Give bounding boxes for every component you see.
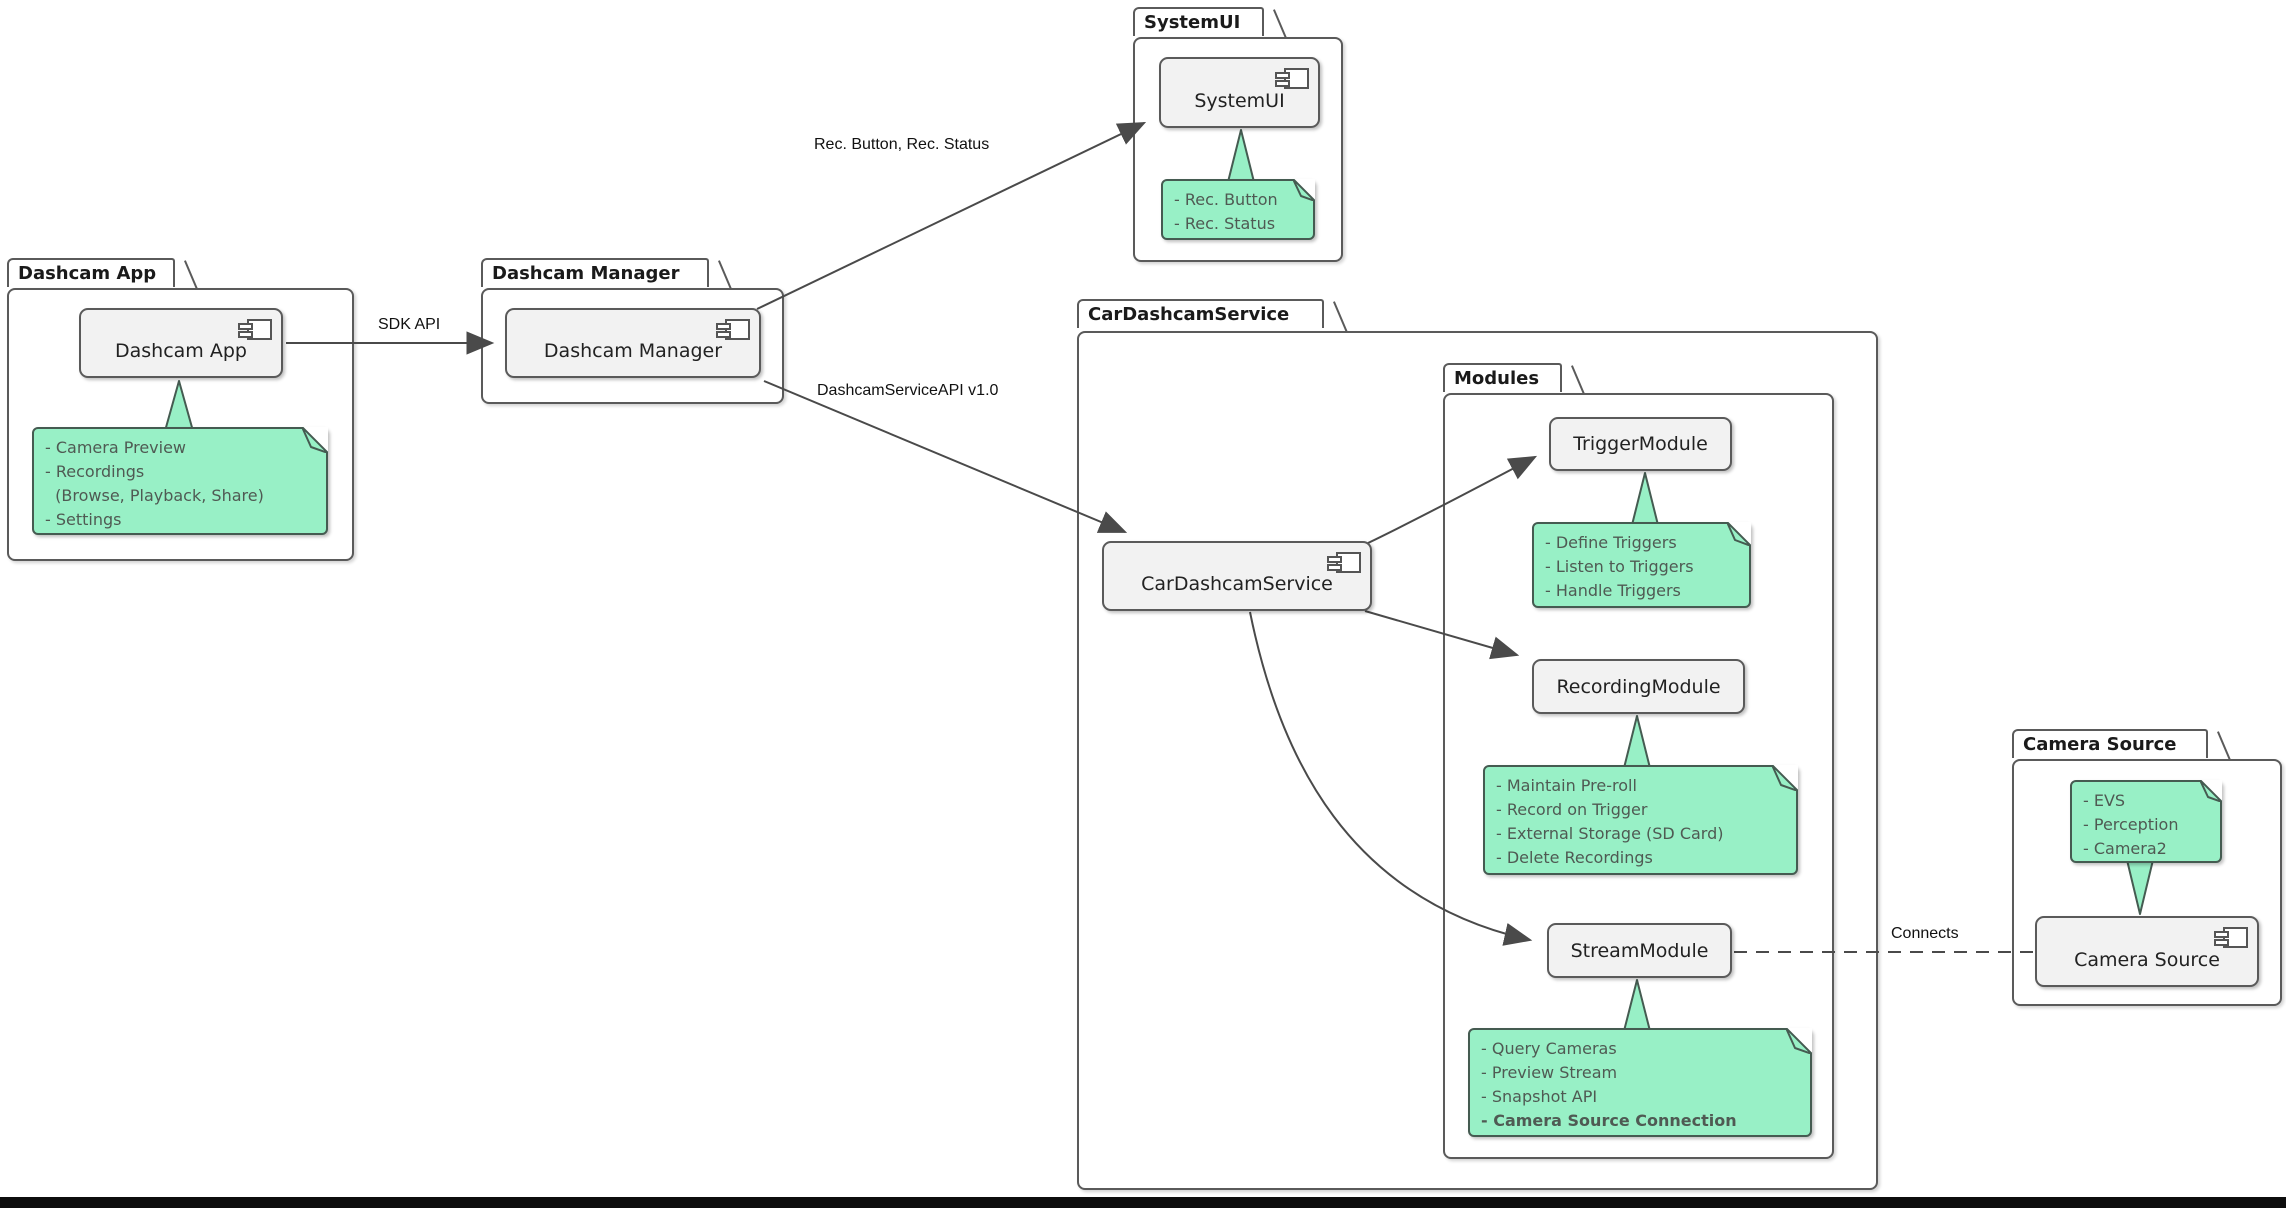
note-systemui: - Rec. Button - Rec. Status — [1161, 179, 1315, 240]
component-icon — [1275, 68, 1309, 89]
component-label: CarDashcamService — [1141, 573, 1333, 595]
note-tail-systemui — [1227, 129, 1255, 183]
edge-rec-button-status — [756, 121, 1147, 310]
note-line: - Preview Stream — [1481, 1063, 1618, 1082]
edge-to-trigger-module — [1367, 455, 1538, 544]
component-trigger-module: TriggerModule — [1549, 417, 1732, 471]
component-label: Camera Source — [2074, 949, 2220, 971]
package-tab-dashcam-app: Dashcam App — [7, 258, 175, 287]
note-line: - Rec. Button — [1174, 190, 1278, 209]
component-label: StreamModule — [1570, 939, 1709, 962]
component-label: Dashcam Manager — [543, 340, 723, 362]
component-label: Dashcam App — [115, 340, 247, 362]
component-label: TriggerModule — [1573, 433, 1708, 455]
bottom-bar — [0, 1197, 2286, 1208]
note-tail-stream-module — [1623, 979, 1651, 1032]
note-tail-trigger-module — [1631, 472, 1659, 526]
edge-label-connects: Connects — [1891, 925, 1959, 942]
edge-to-stream-module — [1249, 611, 1533, 946]
edge-label-sdk-api: SDK API — [378, 316, 441, 333]
note-line: - Delete Recordings — [1496, 848, 1653, 867]
component-systemui: SystemUI — [1159, 57, 1320, 128]
edge-label-rec-button-status: Rec. Button, Rec. Status — [814, 136, 990, 153]
component-icon — [716, 319, 750, 340]
note-line: - Camera2 — [2083, 839, 2167, 858]
component-stream-module: StreamModule — [1547, 923, 1732, 978]
component-icon — [2214, 927, 2248, 948]
note-fold-icon — [1772, 765, 1798, 791]
package-tab-camera-source: Camera Source — [2012, 729, 2208, 758]
note-line: (Browse, Playback, Share) — [45, 486, 264, 505]
note-line: - Rec. Status — [1174, 214, 1276, 233]
package-tab-modules: Modules — [1443, 363, 1562, 392]
note-stream-module: - Query Cameras - Preview Stream - Snaps… — [1468, 1028, 1812, 1137]
note-fold-icon — [302, 427, 328, 453]
component-label: RecordingModule — [1556, 675, 1721, 698]
component-icon — [1327, 552, 1361, 573]
note-tail-dashcam-app — [164, 380, 194, 432]
note-tail-recording-module — [1623, 715, 1651, 769]
component-cardashcamservice: CarDashcamService — [1102, 541, 1372, 611]
note-line: - Camera Preview — [45, 438, 187, 457]
component-label: SystemUI — [1194, 90, 1285, 112]
component-recording-module: RecordingModule — [1532, 659, 1745, 714]
note-line: - Snapshot API — [1481, 1087, 1598, 1106]
note-line: - EVS — [2083, 791, 2126, 810]
package-tab-dashcam-manager: Dashcam Manager — [481, 258, 709, 287]
note-camera-source: - EVS - Perception - Camera2 — [2070, 780, 2222, 863]
note-fold-icon — [1786, 1028, 1812, 1054]
note-fold-icon — [2200, 780, 2222, 802]
note-tail-camera-source — [2126, 859, 2154, 915]
note-line: - Perception — [2083, 815, 2179, 834]
note-line: - Recordings — [45, 462, 145, 481]
package-tab-cardashcamservice: CarDashcamService — [1077, 299, 1324, 328]
note-trigger-module: - Define Triggers - Listen to Triggers -… — [1532, 522, 1751, 608]
note-fold-icon — [1727, 522, 1751, 546]
package-tab-systemui: SystemUI — [1133, 7, 1264, 36]
note-recording-module: - Maintain Pre-roll - Record on Trigger … — [1483, 765, 1798, 875]
edge-label-dashcam-service-api: DashcamServiceAPI v1.0 — [817, 382, 999, 399]
component-icon — [238, 319, 272, 340]
note-line: - Settings — [45, 510, 122, 529]
edge-to-recording-module — [1364, 610, 1520, 660]
note-line: - Define Triggers — [1545, 533, 1677, 552]
note-line-bold: - Camera Source Connection — [1481, 1111, 1737, 1130]
note-line: - Listen to Triggers — [1545, 557, 1694, 576]
component-dashcam-manager: Dashcam Manager — [505, 308, 761, 378]
note-line: - Record on Trigger — [1496, 800, 1648, 819]
edge-dashcam-service-api — [763, 380, 1128, 533]
component-dashcam-app: Dashcam App — [79, 308, 283, 378]
note-fold-icon — [1293, 179, 1315, 201]
note-dashcam-app: - Camera Preview - Recordings (Browse, P… — [32, 427, 328, 535]
note-line: - External Storage (SD Card) — [1496, 824, 1724, 843]
note-line: - Handle Triggers — [1545, 581, 1681, 600]
note-line: - Query Cameras — [1481, 1039, 1617, 1058]
note-line: - Maintain Pre-roll — [1496, 776, 1637, 795]
component-camera-source: Camera Source — [2035, 916, 2259, 987]
